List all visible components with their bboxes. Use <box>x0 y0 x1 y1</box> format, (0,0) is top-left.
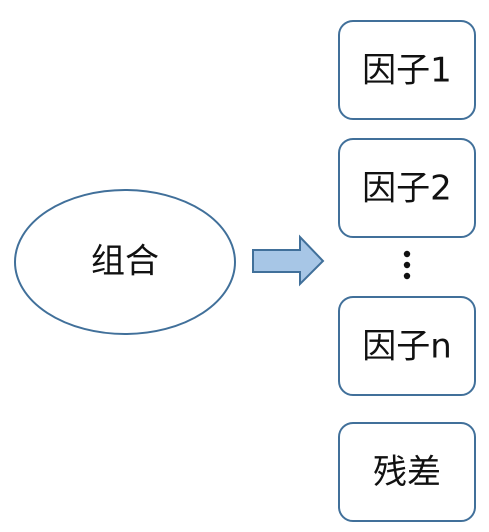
residual-label: 残差 <box>373 453 441 493</box>
factor-node-1: 因子1 <box>338 20 476 120</box>
residual-box <box>338 422 476 522</box>
ellipsis-dot-3 <box>403 272 411 280</box>
vertical-ellipsis-icon <box>403 250 411 280</box>
portfolio-label: 组合 <box>91 242 159 282</box>
residual-node: 残差 <box>338 422 476 522</box>
portfolio-node: 组合 <box>14 189 236 335</box>
decomposition-arrow <box>252 234 325 287</box>
factor-box-1 <box>338 20 476 120</box>
factor-box-n <box>338 296 476 396</box>
factor-label-1: 因子1 <box>362 51 452 91</box>
factor-box-2 <box>338 138 476 238</box>
ellipsis-dot-2 <box>403 261 411 269</box>
factor-label-2: 因子2 <box>362 169 452 209</box>
factor-node-2: 因子2 <box>338 138 476 238</box>
factor-node-n: 因子n <box>338 296 476 396</box>
ellipsis-dot-1 <box>403 250 411 258</box>
factor-label-n: 因子n <box>362 327 452 367</box>
arrow-shape <box>252 234 325 287</box>
portfolio-ellipse <box>14 189 236 335</box>
